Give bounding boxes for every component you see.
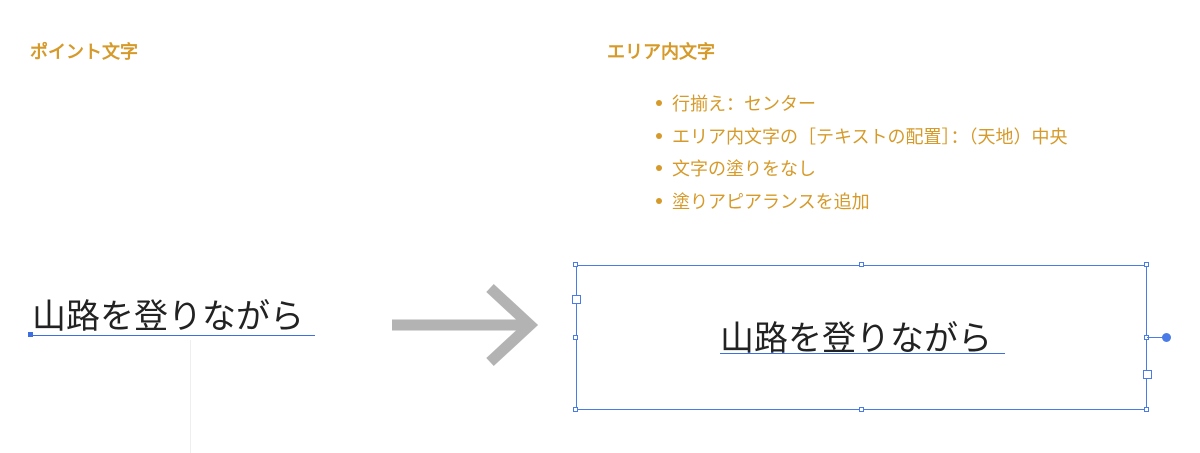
list-item: 塗りアピアランスを追加 [656,187,1067,220]
resize-handle-top-right[interactable] [1144,262,1149,267]
step-label: 文字の塗りをなし [672,159,816,180]
area-text-object[interactable]: 山路を登りながら [720,319,992,359]
point-text-object[interactable]: 山路を登りながら [32,297,304,337]
bullet-icon [656,165,662,171]
guide-line [190,340,191,453]
steps-list: 行揃え：センター エリア内文字の［テキストの配置］：（天地）中央 文字の塗りをな… [656,89,1067,219]
step-label: 行揃え：センター [672,94,816,115]
point-text-baseline [30,335,315,336]
list-item: 文字の塗りをなし [656,154,1067,187]
resize-handle-bottom-left[interactable] [573,407,578,412]
in-port[interactable] [572,295,581,304]
bullet-icon [656,132,662,139]
step-label: 塗りアピアランスを追加 [672,191,870,213]
right-arrow-icon [392,283,539,367]
threaded-text-connector [1147,337,1167,338]
resize-handle-middle-left[interactable] [573,335,578,340]
resize-handle-bottom-right[interactable] [1144,407,1149,412]
area-text-baseline [720,353,1005,354]
point-text-anchor[interactable] [28,332,33,337]
bullet-icon [656,197,662,204]
area-text-heading: エリア内文字 [607,42,715,63]
step-label: エリア内文字の［テキストの配置］：（天地）中央 [672,126,1068,148]
list-item: 行揃え：センター [656,89,1067,122]
out-port[interactable] [1143,370,1152,379]
connector-dot-icon[interactable] [1162,333,1171,342]
resize-handle-bottom-center[interactable] [859,407,864,412]
resize-handle-top-center[interactable] [859,262,864,267]
resize-handle-top-left[interactable] [573,262,578,267]
bullet-icon [656,100,662,106]
list-item: エリア内文字の［テキストの配置］：（天地）中央 [656,122,1067,155]
point-text-heading: ポイント文字 [30,42,138,63]
